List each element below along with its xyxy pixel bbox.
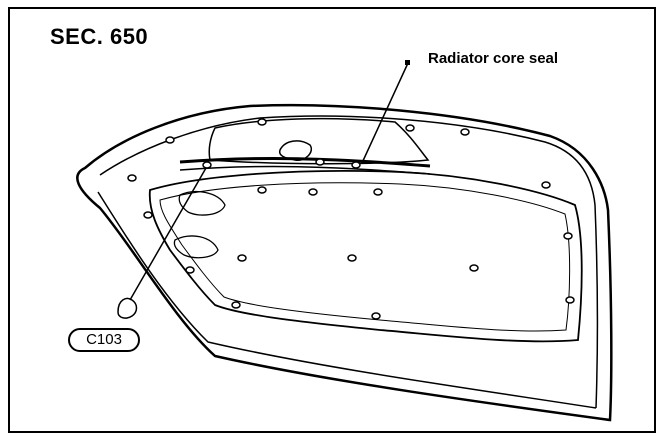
hood-rim-line	[99, 115, 599, 409]
hole	[373, 188, 383, 196]
hood-latch-striker	[278, 140, 312, 161]
side-cutout-lower	[173, 235, 219, 259]
hole	[308, 188, 318, 196]
mounting-holes	[127, 118, 575, 320]
hole	[541, 181, 551, 189]
hole	[315, 158, 325, 166]
hole	[460, 128, 470, 136]
hole	[469, 264, 479, 272]
hood-outline	[76, 103, 613, 422]
leader-anchor-seal	[405, 60, 410, 65]
hole	[565, 296, 575, 304]
hole	[351, 161, 361, 169]
leader-line-seal	[361, 62, 409, 164]
section-label: SEC. 650	[50, 24, 149, 49]
leader-line-clip	[129, 167, 207, 301]
side-cutout-upper	[178, 191, 226, 216]
inner-panel	[148, 169, 583, 343]
hole	[257, 118, 267, 126]
hood-front-edge-line	[97, 191, 597, 409]
hole	[143, 211, 153, 219]
hole	[185, 266, 195, 274]
hole	[563, 232, 573, 240]
hole	[347, 254, 357, 262]
callout-radiator-core-seal: Radiator core seal	[428, 50, 559, 67]
hole	[405, 124, 415, 132]
hole	[165, 136, 175, 144]
part-code-badge: C103	[68, 328, 140, 352]
hole	[127, 174, 137, 182]
radiator-core-seal-strip-edge	[179, 165, 431, 175]
inner-panel-offset	[159, 182, 571, 332]
latch-recess	[208, 117, 430, 165]
radiator-core-seal-strip	[179, 157, 431, 168]
clip-c103	[117, 297, 138, 319]
hole	[231, 301, 241, 309]
hole	[237, 254, 247, 262]
hole	[257, 186, 267, 194]
hole	[371, 312, 381, 320]
hole	[202, 161, 212, 169]
